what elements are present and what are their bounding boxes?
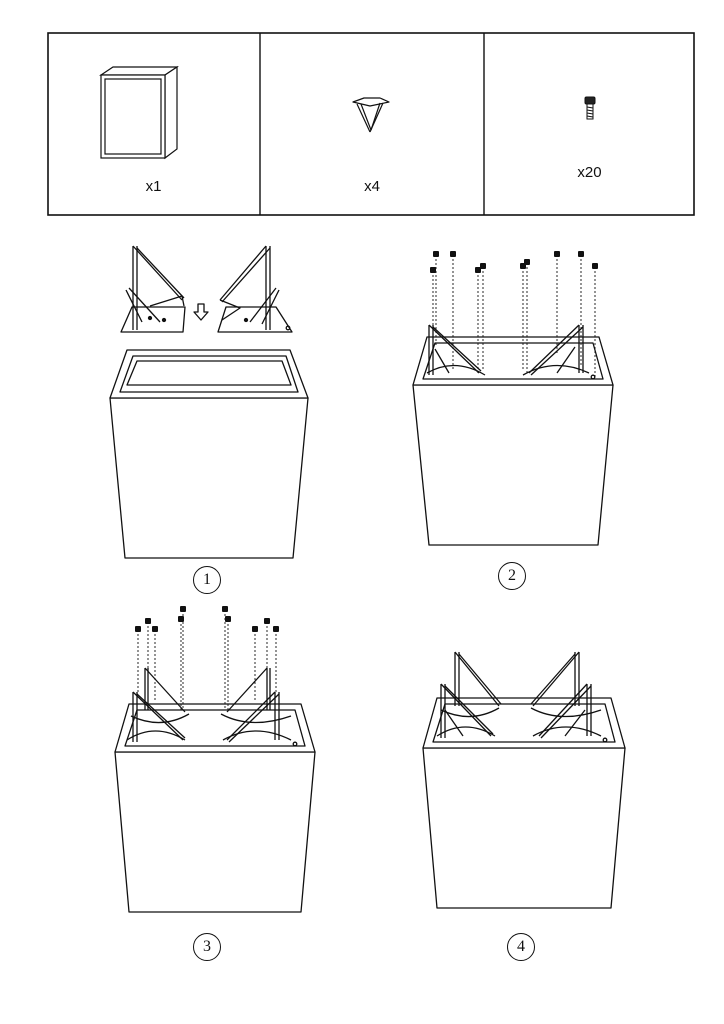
part-quantity: x1 [145,178,162,195]
step-number: 3 [193,933,221,961]
part-cell-screws: x20 [484,32,695,216]
step-1-illustration [109,245,309,559]
part-quantity: x4 [364,178,380,195]
step-4: 4 [415,640,635,970]
step-number: 4 [507,933,535,961]
step-4-illustration [422,651,626,909]
screw-icon [584,96,596,120]
parts-table: x1 x4 x20 [47,32,695,216]
part-cell-cabinet: x1 [47,32,260,216]
step-1: 1 [100,240,320,600]
step-number: 2 [498,562,526,590]
cabinet-icon [99,65,179,160]
step-3: 3 [105,600,325,970]
step-number: 1 [193,566,221,594]
part-cell-legs: x4 [260,32,484,216]
parts-table-grid [47,32,695,216]
part-quantity: x20 [577,164,602,181]
hairpin-leg-icon [352,97,390,133]
step-2-illustration [412,251,614,546]
step-3-illustration [114,606,316,913]
step-2: 2 [405,245,625,595]
